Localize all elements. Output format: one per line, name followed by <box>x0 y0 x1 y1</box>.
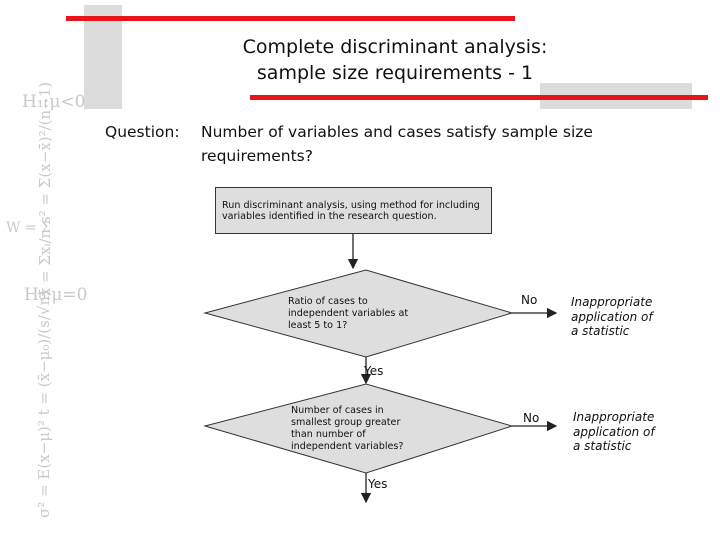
decision2-yes-label: Yes <box>368 477 388 491</box>
slide-title: Complete discriminant analysis: sample s… <box>190 34 600 86</box>
question-label: Question: <box>105 123 180 141</box>
question-text: Number of variables and cases satisfy sa… <box>201 123 593 165</box>
decor-red-bar-bottom <box>250 95 708 100</box>
decor-vertical-band <box>84 5 122 109</box>
decision2-text: Number of cases in smallest group greate… <box>291 405 404 452</box>
title-line-2: sample size requirements - 1 <box>256 62 534 84</box>
decision1-no-label: No <box>521 293 538 307</box>
decision1-yes-label: Yes <box>364 364 384 378</box>
decision1-outcome: Inappropriate application of a statistic <box>571 295 653 338</box>
decision1-text: Ratio of cases to independent variables … <box>288 296 409 331</box>
decision2-no-label: No <box>523 411 540 425</box>
process-box-text: Run discriminant analysis, using method … <box>222 200 480 222</box>
process-box-run-analysis: Run discriminant analysis, using method … <box>215 187 492 234</box>
title-line-1: Complete discriminant analysis: <box>242 36 548 58</box>
decision2-outcome: Inappropriate application of a statistic <box>573 410 655 453</box>
decor-red-bar-top <box>66 16 515 21</box>
